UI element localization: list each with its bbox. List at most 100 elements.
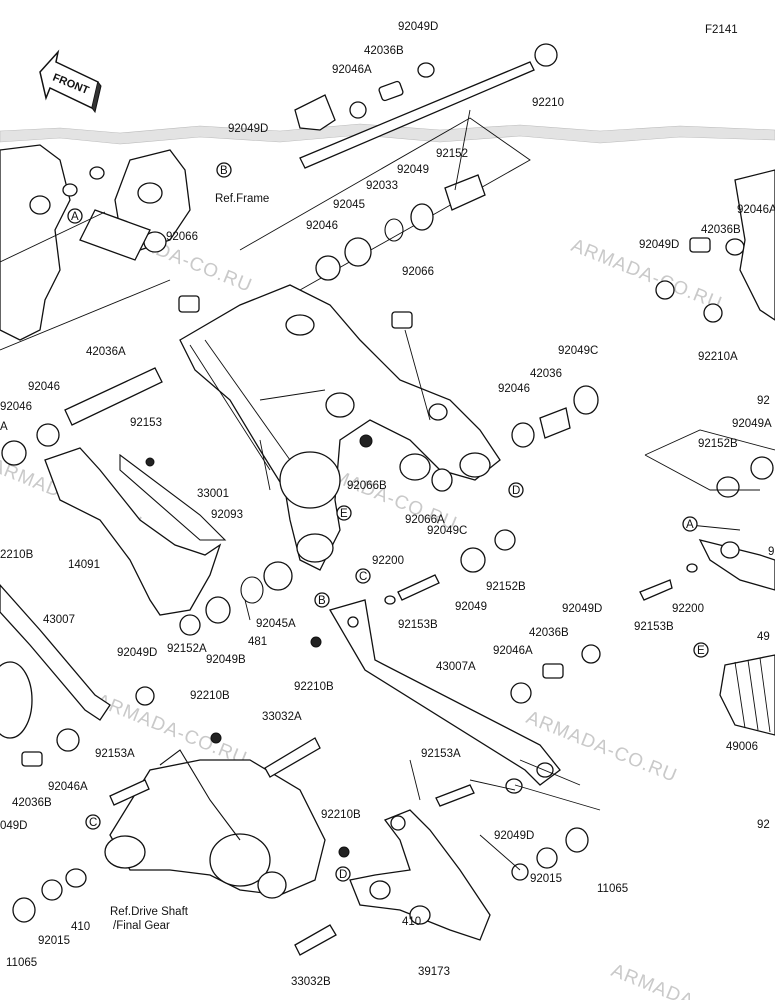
part-number-label: 410: [402, 916, 421, 928]
part-labels: 92049D42036B92046A9221092049D92152920499…: [0, 21, 775, 988]
svg-text:D: D: [512, 485, 520, 497]
part-number-label: 92046: [498, 383, 530, 395]
part-number-label: 92046: [28, 381, 60, 393]
part-number-label: 92049D: [639, 239, 679, 251]
part-number-label: 49006: [726, 741, 758, 753]
svg-text:A: A: [71, 211, 79, 223]
callout-a: A: [682, 516, 698, 532]
part-number-label: 92015: [530, 873, 562, 885]
part-number-label: 92152B: [698, 438, 738, 450]
watermark: ARMADA-CO.RU: [608, 960, 765, 1000]
part-number-label: 33032B: [291, 976, 331, 988]
part-number-label: 92049C: [558, 345, 598, 357]
part-number-label: 92049B: [206, 654, 246, 666]
part-number-label: 92049D: [494, 830, 534, 842]
callout-d: D: [335, 866, 351, 882]
part-number-label: 92210B: [321, 809, 361, 821]
svg-text:B: B: [220, 165, 228, 177]
callout-c: C: [85, 814, 101, 830]
svg-text:E: E: [697, 645, 705, 657]
part-number-label: 92210: [532, 97, 564, 109]
svg-text:C: C: [89, 817, 97, 829]
part-number-label: 92152A: [167, 643, 207, 655]
part-number-label: 42036: [530, 368, 562, 380]
part-number-label: 92066B: [347, 480, 387, 492]
callout-e: E: [336, 505, 352, 521]
part-number-label: 049D: [0, 820, 28, 832]
callout-b: B: [216, 162, 232, 178]
part-number-label: 11065: [597, 883, 628, 895]
part-number-label: 43007A: [436, 661, 476, 673]
part-number-label: 42036B: [12, 797, 52, 809]
part-number-label: 42036B: [701, 224, 741, 236]
part-number-label: 92045: [333, 199, 365, 211]
diagram-id: F2141: [705, 24, 738, 36]
part-number-label: 92049D: [228, 123, 268, 135]
part-number-label: 39173: [418, 966, 450, 978]
part-number-label: 92153: [130, 417, 162, 429]
svg-text:C: C: [359, 571, 367, 583]
part-number-label: 11065: [6, 957, 37, 969]
part-number-label: 92153A: [421, 748, 461, 760]
part-number-label: 92049C: [427, 525, 467, 537]
part-number-label: 42036B: [529, 627, 569, 639]
callout-c: C: [355, 568, 371, 584]
part-number-label: 92152: [436, 148, 468, 160]
part-number-label: 92200: [672, 603, 704, 615]
part-number-label: 92: [757, 819, 770, 831]
callout-a: A: [67, 208, 83, 224]
part-number-label: 92046: [0, 401, 32, 413]
part-number-label: 42036A: [86, 346, 126, 358]
callout-d: D: [508, 482, 524, 498]
part-number-label: 14091: [68, 559, 100, 571]
part-number-label: 92210B: [294, 681, 334, 693]
part-number-label: A: [0, 421, 8, 433]
part-number-label: 92049A: [732, 418, 772, 430]
part-number-label: 33001: [197, 488, 229, 500]
part-number-label: 92093: [211, 509, 243, 521]
callout-e: E: [693, 642, 709, 658]
part-number-label: 92: [768, 546, 775, 558]
part-number-label: 92045A: [256, 618, 296, 630]
part-number-label: 92033: [366, 180, 398, 192]
part-number-label: 92049: [455, 601, 487, 613]
part-number-label: 92046A: [493, 645, 533, 657]
part-number-label: 92210A: [698, 351, 738, 363]
svg-text:D: D: [339, 869, 347, 881]
part-number-label: 49: [757, 631, 770, 643]
part-number-label: 410: [71, 921, 90, 933]
part-number-label: 481: [248, 636, 267, 648]
part-number-label: 92015: [38, 935, 70, 947]
part-number-label: 92049D: [398, 21, 438, 33]
part-number-label: 92: [757, 395, 770, 407]
part-number-label: 92046A: [48, 781, 88, 793]
part-number-label: 33032A: [262, 711, 302, 723]
svg-text:A: A: [686, 519, 694, 531]
part-number-label: 92046: [306, 220, 338, 232]
part-number-label: 92046A: [332, 64, 372, 76]
part-number-label: 92066A: [405, 514, 445, 526]
part-number-label: 43007: [43, 614, 75, 626]
part-number-label: 92049D: [117, 647, 157, 659]
ref-final-gear-label: /Final Gear: [113, 920, 170, 932]
callout-layer: A B E C D B A E C D: [67, 162, 709, 882]
part-number-label: 92066: [166, 231, 198, 243]
part-number-label: 92152B: [486, 581, 526, 593]
part-number-label: 92210B: [190, 690, 230, 702]
parts-drawings: [0, 43, 775, 956]
part-number-label: 92049D: [562, 603, 602, 615]
svg-text:B: B: [318, 595, 326, 607]
part-number-label: 2210B: [0, 549, 34, 561]
part-number-label: 92153A: [95, 748, 135, 760]
svg-text:E: E: [340, 508, 348, 520]
part-number-label: 92049: [397, 164, 429, 176]
ref-frame-label: Ref.Frame: [215, 193, 269, 205]
front-arrow-icon: FRONT: [39, 49, 102, 114]
part-number-label: 92153B: [634, 621, 674, 633]
torn-edge: [0, 123, 775, 145]
part-number-label: 92046A: [737, 204, 775, 216]
part-number-label: 92153B: [398, 619, 438, 631]
ref-drive-shaft-label: Ref.Drive Shaft: [110, 906, 189, 918]
part-number-label: 92200: [372, 555, 404, 567]
